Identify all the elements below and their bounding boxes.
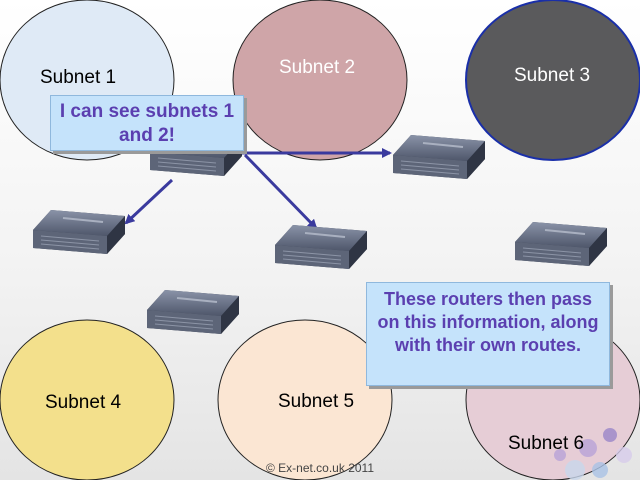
router-speech-callout: I can see subnets 1 and 2!	[50, 95, 244, 151]
subnet-4-label: Subnet 4	[45, 392, 122, 413]
decorative-bubbles	[554, 428, 632, 480]
router-icon-top-right	[392, 134, 486, 180]
router-icon-lower-left	[146, 289, 240, 335]
arrow-to-left-router	[124, 178, 174, 225]
subnet-3-label: Subnet 3	[514, 65, 591, 86]
router-icon-right	[514, 221, 608, 267]
subnet-2-circle	[232, 0, 408, 161]
router-icon-center	[274, 224, 368, 270]
routers-pass-on-callout: These routers then pass on this informat…	[366, 282, 610, 386]
subnet-5-label: Subnet 5	[278, 391, 355, 412]
subnet-6-label: Subnet 6	[508, 433, 585, 454]
subnet-3-circle	[465, 0, 640, 161]
arrow-to-middle-router	[243, 153, 318, 230]
subnet-2-label: Subnet 2	[279, 57, 356, 78]
subnet-1-label: Subnet 1	[40, 67, 117, 88]
router-icon-left	[32, 209, 126, 255]
copyright-footer: © Ex-net.co.uk 2011	[265, 461, 374, 475]
subnet-4-circle	[0, 319, 175, 480]
subnet-5-circle	[217, 319, 393, 480]
